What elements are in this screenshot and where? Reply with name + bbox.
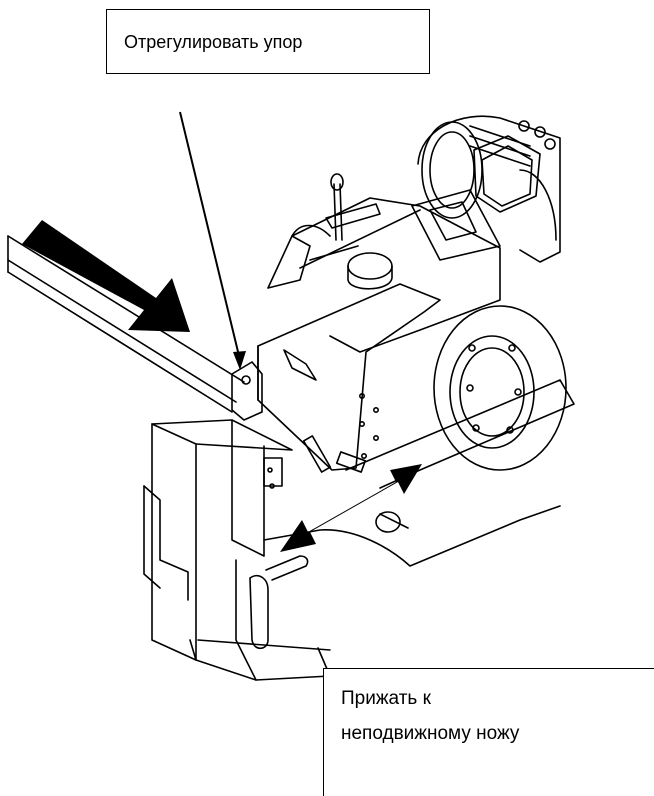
callout-adjust-stop: Отрегулировать упор <box>106 9 430 74</box>
bearing-cover <box>433 305 567 471</box>
adjustable-stop <box>231 361 263 421</box>
gear-housing <box>267 197 501 353</box>
motor <box>417 115 561 263</box>
leader-line <box>179 111 241 361</box>
terminal-box <box>473 120 556 213</box>
guide-rail <box>7 235 245 413</box>
leader-arrowhead <box>233 351 246 370</box>
stop-bracket <box>143 419 331 681</box>
callout-press-line2: неподвижному ножу <box>341 723 520 744</box>
callout-press-line1: Прижать к <box>341 688 431 709</box>
motor-bracket <box>411 189 501 261</box>
double-arrow <box>280 464 422 552</box>
lever <box>325 173 381 241</box>
push-direction-arrow <box>22 220 190 332</box>
callout-press-to-knife: Прижать к неподвижному ножу <box>323 668 654 796</box>
callout-adjust-stop-text: Отрегулировать упор <box>124 32 303 52</box>
cutter-housing <box>257 283 441 473</box>
